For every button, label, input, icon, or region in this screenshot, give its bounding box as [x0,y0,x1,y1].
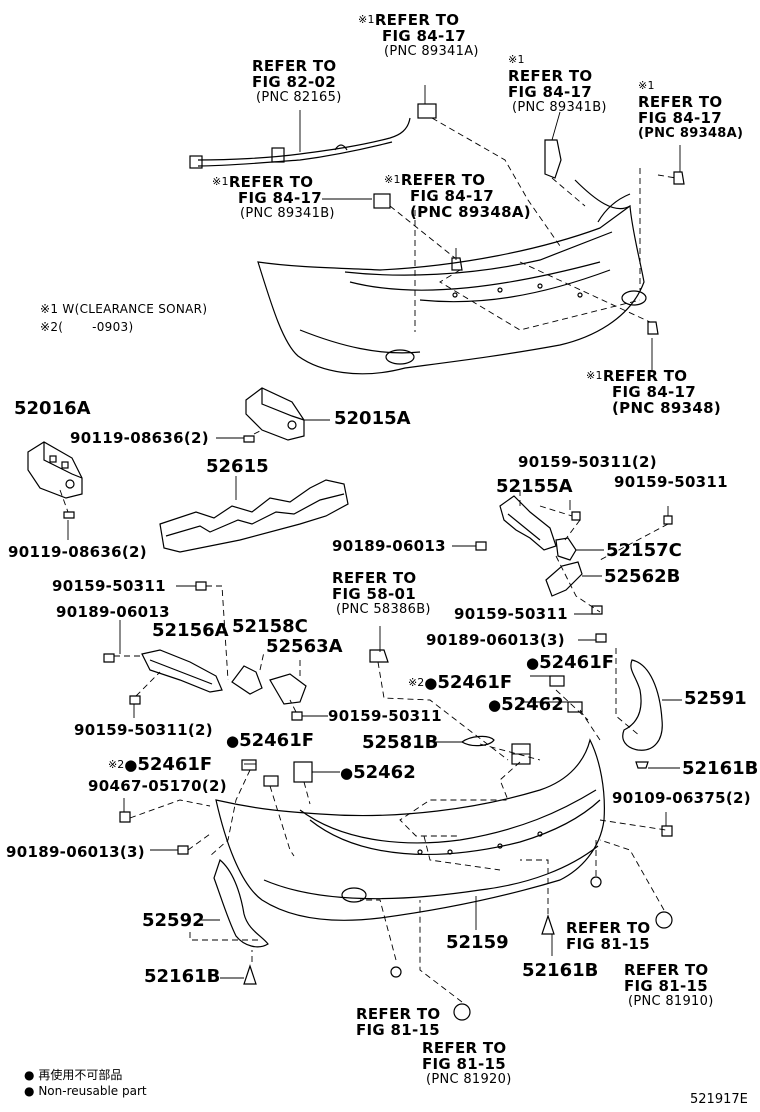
part-52461f-a: ●52461F [526,652,615,673]
reflector-52581b [460,735,495,747]
part-90467: 90467-05170(2) [88,777,227,795]
note-2: ※2( -0903) [40,320,134,334]
upper-bumper [257,204,645,375]
part-52158c: 52158C [232,616,308,637]
part-52016a: 52016A [14,398,91,419]
part-90159-a: 90159-50311 [614,473,728,491]
legend-jp: ● 再使用不可部品 [24,1068,123,1082]
part-90189-3b: 90189-06013(3) [6,843,145,861]
part-90159-d: 90159-50311 [328,707,442,725]
part-52161b-a: 52161B [682,758,759,779]
bracket-52158c [231,665,263,695]
bumper-cover-52159 [215,738,605,921]
part-52155a: 52155A [496,476,573,497]
part-52015a: 52015A [334,408,411,429]
part-52157c: 52157C [606,540,682,561]
part-90119-a: 90119-08636(2) [70,429,209,447]
figure-id: 521917E [690,1092,748,1107]
callout-81920: REFER TO FIG 81-15 (PNC 81920) [422,1039,512,1087]
part-52161b-c: 52161B [144,966,221,987]
callout-58386b: REFER TO FIG 58-01 (PNC 58386B) [332,569,431,617]
part-52461f-b: ※2●52461F [408,672,513,693]
clip-58386b [369,649,389,663]
callout-81910: REFER TO FIG 81-15 (PNC 81910) [624,961,714,1009]
sensor-89341b [373,193,391,209]
bracket-52562b [545,561,583,597]
part-52462-a: ●52462 [488,694,564,715]
part-90189-a: 90189-06013 [332,537,446,555]
callout-89348: ※1REFER TO FIG 84-17 (PNC 89348) [586,367,721,417]
part-90159-c: 90159-50311 [454,605,568,623]
callout-8115-a: REFER TO FIG 81-15 [566,919,651,953]
sensor-89341a [417,103,437,119]
part-90159-b: 90159-50311 [52,577,166,595]
part-90119-b: 90119-08636(2) [8,543,147,561]
bracket-52157c [555,537,577,561]
callout-89341b-top: ※1 REFER TO FIG 84-17 (PNC 89341B) [508,53,607,115]
part-90159-2b: 90159-50311(2) [74,721,213,739]
part-90189-b: 90189-06013 [56,603,170,621]
part-52615: 52615 [206,456,269,477]
absorber-52615 [159,479,349,553]
part-52581b: 52581B [362,732,439,753]
bracket-52156a [141,649,223,693]
part-90189-3a: 90189-06013(3) [426,631,565,649]
pad-52461f-b [567,701,583,713]
wire-harness [197,117,411,161]
part-52461f-d: ※2●52461F [108,754,213,775]
part-52591: 52591 [684,688,747,709]
part-90159-2a: 90159-50311(2) [518,453,657,471]
legend-en: ● Non-reusable part [24,1084,147,1098]
callout-89348a-mid: ※1REFER TO FIG 84-17 (PNC 89348A) [384,171,531,221]
part-52563a: 52563A [266,636,343,657]
bracket-52015a [245,387,305,441]
part-52592: 52592 [142,910,205,931]
bracket-52016a [27,441,83,499]
callout-89348a-right: ※1 REFER TO FIG 84-17 (PNC 89348A) [638,79,744,141]
part-52462-b: ●52462 [340,762,416,783]
callout-89341b-mid: ※1REFER TO FIG 84-17 (PNC 89341B) [212,173,335,221]
note-1: ※1 W(CLEARANCE SONAR) [40,302,208,316]
bracket-52563a [269,673,307,705]
part-52562b: 52562B [604,566,681,587]
pad-52461f-a [549,675,565,687]
part-90109: 90109-06375(2) [612,789,751,807]
part-52161b-b: 52161B [522,960,599,981]
sensor-bracket-b [544,139,562,179]
spacer-52462-b [293,761,313,783]
part-52156a: 52156A [152,620,229,641]
bracket-52155a [499,495,557,551]
retainer-52591 [622,659,663,751]
retainer-52592 [213,858,269,948]
callout-82165: REFER TO FIG 82-02 (PNC 82165) [252,57,342,105]
part-52159: 52159 [446,932,509,953]
part-52461f-c: ●52461F [226,730,315,751]
callout-8115-b: REFER TO FIG 81-15 [356,1005,441,1039]
callout-89341a: ※1REFER TO FIG 84-17 (PNC 89341A) [358,11,479,59]
